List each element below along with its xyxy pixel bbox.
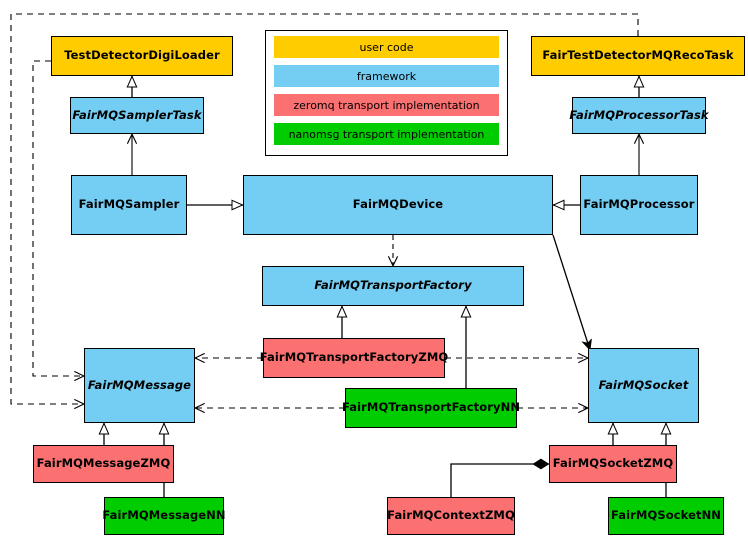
class-node-fairmqmessagezmq[interactable]: FairMQMessageZMQ	[33, 445, 174, 483]
class-node-fairmqsocketzmq[interactable]: FairMQSocketZMQ	[549, 445, 677, 483]
class-node-fairmqprocessortask[interactable]: FairMQProcessorTask	[569, 97, 709, 134]
legend-item-user-code: user code	[274, 36, 499, 58]
class-node-fairmqmessage[interactable]: FairMQMessage	[84, 348, 195, 423]
class-node-fairmqmessagenn[interactable]: FairMQMessageNN	[102, 497, 226, 535]
class-node-fairmqdevice[interactable]: FairMQDevice	[243, 175, 553, 235]
legend-item-zeromq: zeromq transport implementation	[274, 94, 499, 116]
class-node-fairmqsocket[interactable]: FairMQSocket	[588, 348, 699, 423]
class-node-fairtestdetectormqrecotask[interactable]: FairTestDetectorMQRecoTask	[531, 36, 745, 76]
class-node-fairmqtransportfactory[interactable]: FairMQTransportFactory	[262, 266, 524, 306]
legend-item-framework: framework	[274, 65, 499, 87]
edge-recotask-to-message	[10, 13, 639, 404]
class-node-fairmqtransportfactoryzmq[interactable]: FairMQTransportFactoryZMQ	[260, 338, 448, 378]
class-node-fairmqsocketnn[interactable]: FairMQSocketNN	[608, 497, 724, 535]
edge-device-to-socket	[552, 234, 590, 350]
class-node-fairmqsampler[interactable]: FairMQSampler	[71, 175, 187, 235]
class-node-fairmqsamplertask[interactable]: FairMQSamplerTask	[70, 97, 204, 134]
class-node-fairmqprocessor[interactable]: FairMQProcessor	[580, 175, 698, 235]
class-node-fairmqtransportfactorynn[interactable]: FairMQTransportFactoryNN	[342, 388, 520, 428]
class-node-fairmqcontextzmq[interactable]: FairMQContextZMQ	[387, 497, 515, 535]
class-node-testdetectordigiloader[interactable]: TestDetectorDigiLoader	[51, 36, 233, 76]
legend-item-nanomsg: nanomsg transport implementation	[274, 123, 499, 145]
